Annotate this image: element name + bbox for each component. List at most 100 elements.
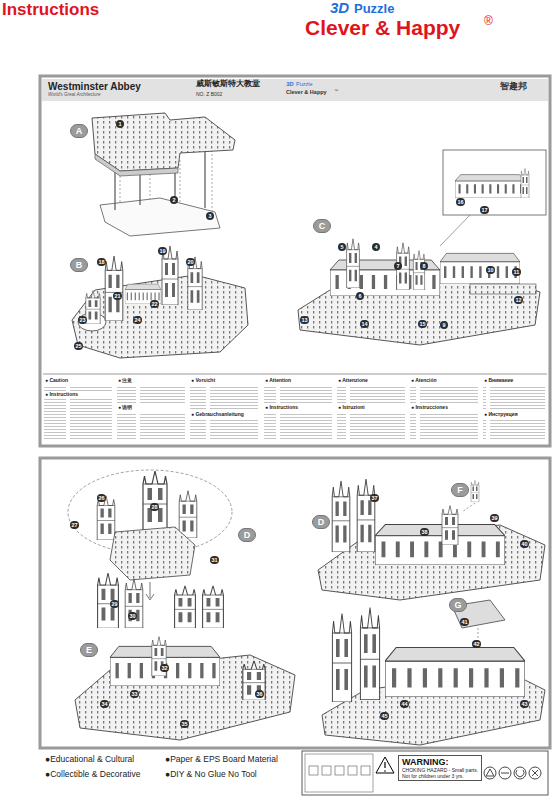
callout-number: 22 xyxy=(150,300,159,308)
section-heading: ● Vorsicht xyxy=(190,378,216,383)
step-letter: G xyxy=(449,598,467,612)
callout-number: 7 xyxy=(394,262,402,270)
callout-number: 20 xyxy=(186,258,195,266)
callout-number: 4 xyxy=(372,243,380,251)
logo-text: Puzzle xyxy=(354,2,394,15)
text-columns-piece xyxy=(483,386,545,411)
footer-strip-piece xyxy=(309,766,370,775)
callout-number: 1 xyxy=(116,120,124,128)
callout-number: 41 xyxy=(460,618,469,626)
step-b-parts-piece xyxy=(105,256,123,321)
callout-number: 27 xyxy=(70,521,79,529)
text-columns-piece xyxy=(44,386,112,391)
section-heading: ● Caution xyxy=(44,378,69,383)
sheet-frame xyxy=(40,458,550,748)
callout-number: 39 xyxy=(490,514,499,522)
step-d-parts-piece xyxy=(143,471,167,530)
callout-number: 17 xyxy=(480,206,489,214)
step-g-parts-piece xyxy=(385,648,525,698)
text-columns-piece xyxy=(190,386,258,411)
footer-strip-piece xyxy=(305,754,373,792)
footer-strip-piece xyxy=(376,757,394,773)
step-d-parts-piece xyxy=(98,573,119,628)
callout-number: 15 xyxy=(418,320,427,328)
callout-number: 26 xyxy=(97,494,106,502)
callout-number: 45 xyxy=(380,712,389,720)
callout-number: 35 xyxy=(180,720,189,728)
step-c-parts-piece xyxy=(443,150,546,215)
callout-number: 23 xyxy=(78,316,87,324)
footer-strip-piece xyxy=(302,751,548,795)
node-text: Not for children under 3 yrs. xyxy=(402,773,478,779)
step-b-parts-piece xyxy=(162,246,178,305)
step-c-parts-piece xyxy=(440,215,470,246)
callout-number: 29 xyxy=(110,600,119,608)
callout-number: 5 xyxy=(338,243,346,251)
callout-number: 28 xyxy=(150,503,159,511)
step-a-parts xyxy=(92,113,235,236)
callout-number: 32 xyxy=(160,664,169,672)
callout-number: 10 xyxy=(486,266,495,274)
step-g-parts-piece xyxy=(332,614,351,703)
callout-number: 42 xyxy=(472,640,481,648)
callout-number: 24 xyxy=(133,316,142,324)
text-columns-piece xyxy=(264,412,332,440)
step-f-parts-piece xyxy=(318,525,545,600)
step-g-parts-piece xyxy=(360,608,379,700)
node-text: D xyxy=(313,516,329,528)
footer-strip-piece-piece xyxy=(516,770,524,777)
step-d-parts-piece xyxy=(97,496,115,540)
section-heading: ● Attenzione xyxy=(337,378,369,383)
step-d-parts-piece xyxy=(146,582,154,600)
step-d-parts-piece xyxy=(203,586,224,628)
footer-strip-piece-piece xyxy=(335,766,344,775)
section-heading: ● 说明 xyxy=(117,405,133,410)
callout-number: 9 xyxy=(440,321,448,329)
section-heading: ● Инструкция xyxy=(483,412,519,417)
step-a-parts-piece xyxy=(100,198,220,236)
section-heading: ● Attention xyxy=(264,378,292,383)
node-text: CHOKING HAZARD - Small parts. xyxy=(402,767,478,773)
footer-strip-piece-piece xyxy=(499,767,511,779)
callout-number: 14 xyxy=(360,320,369,328)
callout-number: 34 xyxy=(100,700,109,708)
step-letter: D xyxy=(238,528,256,542)
chinese-title: 威斯敏斯特大教堂 xyxy=(196,80,260,88)
step-f-parts-piece xyxy=(375,525,505,566)
divider xyxy=(43,374,547,375)
step-b-parts-piece xyxy=(86,291,100,324)
node-text: F xyxy=(452,484,468,496)
section-heading: ● Instrucciones xyxy=(410,405,449,410)
callout-number: 16 xyxy=(456,198,465,206)
logo-mark: ® xyxy=(484,15,493,27)
sheet-heading: Instructions xyxy=(2,1,99,18)
callout-number: 31 xyxy=(210,556,219,564)
footer-strip xyxy=(302,751,548,795)
step-c-parts-piece xyxy=(413,251,424,290)
footer-strip-piece-piece xyxy=(348,766,357,775)
footer-strip-piece xyxy=(384,770,386,772)
step-e-parts xyxy=(75,637,295,740)
footer-strip-piece-piece xyxy=(484,767,496,779)
node-text: WARNING: xyxy=(402,757,478,767)
step-c-parts-piece xyxy=(347,239,360,288)
text-columns-piece xyxy=(264,386,332,404)
step-a-parts-piece xyxy=(95,154,178,176)
step-a-parts-piece-piece xyxy=(180,160,181,208)
footer-strip-piece xyxy=(484,767,541,779)
step-f-parts-piece xyxy=(332,481,350,552)
text-columns-piece xyxy=(483,419,545,440)
callout-number: 6 xyxy=(356,292,364,300)
step-a-parts-piece xyxy=(92,113,235,171)
section-heading: ● 注意 xyxy=(117,378,133,383)
callout-number: 12 xyxy=(514,296,523,304)
node-text: E xyxy=(81,644,97,656)
callout-number: 36 xyxy=(255,690,264,698)
text-columns-piece xyxy=(337,412,405,440)
step-f-parts xyxy=(318,479,545,600)
node-text: D xyxy=(239,529,255,541)
section-heading: ● Instructions xyxy=(264,405,299,410)
step-c-parts-piece xyxy=(521,169,529,199)
callout-number: 25 xyxy=(74,342,83,350)
